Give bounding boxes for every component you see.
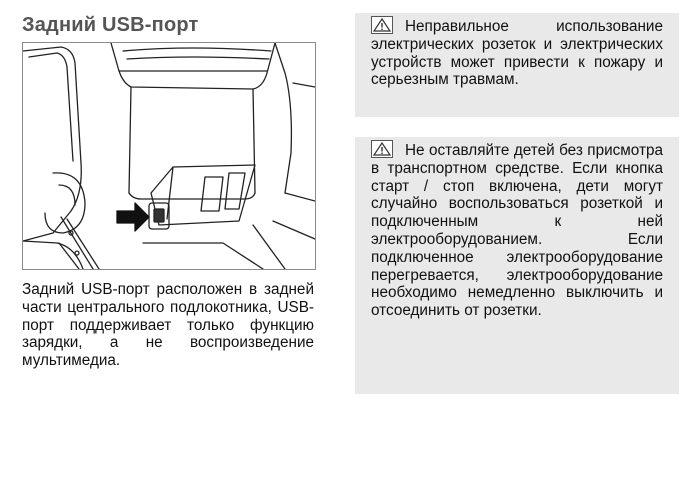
rear-usb-port-illustration [22, 42, 316, 270]
warning-box: Не оставляйте детей без присмотра в тран… [355, 137, 679, 394]
warning-text: Неправильное использование электрических… [371, 18, 663, 89]
pointer-arrow-icon [116, 202, 150, 232]
warning-text: Не оставляйте детей без присмотра в тран… [371, 142, 663, 320]
warning-triangle-icon [371, 16, 393, 34]
warning-box: Неправильное использование электрических… [355, 13, 679, 117]
warning-triangle-icon [371, 140, 393, 158]
section-title: Задний USB-порт [22, 14, 199, 36]
section-description: Задний USB-порт расположен в задней част… [22, 281, 314, 370]
